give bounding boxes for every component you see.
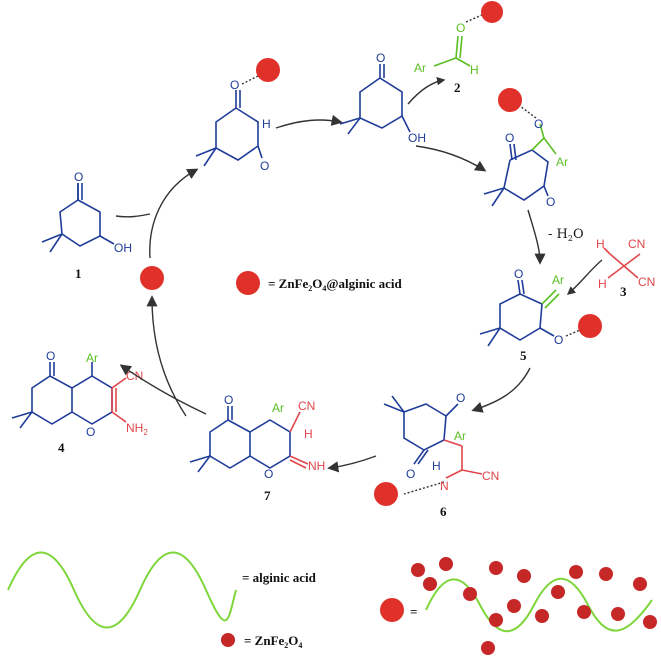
compound-3-label: 3: [620, 284, 627, 299]
catalyst-particle: [256, 58, 280, 82]
znfe2o4-legend-dot: [221, 633, 235, 647]
composite-particles: [411, 557, 657, 655]
compound-4-amine: NH2: [126, 421, 148, 437]
compound-6-nitrogen: N: [440, 479, 449, 493]
activated-dimedone-structure: [195, 90, 263, 167]
catalyst-legend-text: = ZnFe2O4@alginic acid: [268, 276, 402, 293]
compound-4-label: 4: [58, 440, 65, 455]
adduct-coordination: [519, 105, 537, 119]
compound-4-oxygen-ring: O: [86, 425, 95, 439]
catalyst-particle: [481, 1, 503, 23]
composite-equals: =: [410, 604, 417, 619]
compound-7-imine-nh: NH: [308, 459, 325, 473]
catalyst-particle: [498, 88, 522, 112]
compound-4-structure: [11, 362, 113, 429]
compound-4-oxygen-ketone: O: [46, 349, 55, 363]
compound-5-label: 5: [520, 348, 527, 363]
compound-5-aryl: Ar: [552, 273, 564, 287]
aldol-adduct-structure: [483, 143, 549, 207]
compound-5-oxygen-bottom: O: [554, 333, 563, 347]
compound-1-structure: [41, 183, 115, 253]
activated-oxygen-bottom: O: [260, 159, 269, 173]
composite-legend-dot: [380, 598, 404, 622]
compound-7-label: 7: [264, 488, 271, 503]
compound-7-cn: CN: [298, 399, 315, 413]
compound-4-aryl: Ar: [86, 351, 98, 365]
coordination-bond: [241, 75, 259, 85]
compound-2-label: 2: [454, 80, 461, 95]
composite-alginic-wave: [425, 577, 653, 633]
malononitrile-cn1: CN: [628, 237, 645, 251]
compound-6-hydrogen: H: [432, 459, 441, 473]
catalyst-legend-dot: [236, 271, 260, 295]
compound-5-alkene: [541, 289, 560, 309]
compound-6-oxygen-top: O: [456, 391, 465, 405]
compound-5-coordination: [565, 329, 581, 337]
compound-6-label: 6: [440, 504, 447, 519]
compound-1-oxygen: O: [74, 170, 83, 184]
compound-6-structure: [383, 395, 459, 465]
compound-4-aminonitrile: [111, 377, 127, 423]
alginic-acid-wave: [7, 551, 237, 629]
enol-oxygen: O: [376, 51, 385, 65]
aldehyde-2-structure: [433, 35, 471, 67]
adduct-aryl: Ar: [556, 155, 568, 169]
compound-6-nitrile-branch: [443, 439, 483, 479]
compound-6-oxygen-bottom: O: [406, 467, 415, 481]
alginic-acid-legend: = alginic acid: [242, 570, 317, 585]
compound-7-imine: [289, 411, 309, 469]
catalyst-particle: [140, 266, 164, 290]
catalyst-particle: [578, 314, 602, 338]
compound-7-hydrogen: H: [304, 427, 313, 441]
aldehyde-hydrogen: H: [470, 63, 479, 77]
compound-7-structure: [189, 406, 291, 473]
aldehyde-aryl: Ar: [414, 61, 426, 75]
aldehyde-coordination: [465, 13, 485, 23]
compound-7-oxygen-ring: O: [264, 467, 273, 481]
aldehyde-oxygen: O: [456, 21, 465, 35]
znfe2o4-legend-text: = ZnFe2O4: [244, 633, 302, 650]
adduct-oxygen-bottom: O: [546, 195, 555, 209]
malononitrile-h2: H: [598, 277, 607, 291]
enol-hydroxyl: OH: [408, 131, 426, 145]
adduct-oxygen-top: O: [505, 131, 514, 145]
compound-5-structure: [479, 279, 555, 347]
compound-6-coordination: [403, 481, 445, 495]
malononitrile-h1: H: [596, 237, 605, 251]
aldol-aryl-branch: [531, 123, 557, 155]
activated-oxygen-top: O: [230, 78, 239, 92]
enol-intermediate-structure: [339, 64, 411, 135]
compound-7-aryl: Ar: [272, 401, 284, 415]
catalyst-particle: [374, 482, 398, 506]
cycle-arrows: [115, 77, 603, 473]
adduct-oxygen-alkoxide: O: [534, 117, 543, 131]
malononitrile-structure: [603, 247, 641, 279]
compound-1-label: 1: [75, 266, 82, 281]
dehydration-label: - H2O: [548, 227, 584, 243]
compound-6-cn: CN: [482, 469, 499, 483]
alpha-hydrogen: H: [262, 117, 271, 131]
compound-1-hydroxyl: OH: [114, 241, 132, 255]
malononitrile-cn2: CN: [638, 275, 655, 289]
compound-6-aryl: Ar: [454, 429, 466, 443]
compound-5-oxygen-top: O: [514, 267, 523, 281]
compound-7-oxygen-ketone: O: [224, 393, 233, 407]
